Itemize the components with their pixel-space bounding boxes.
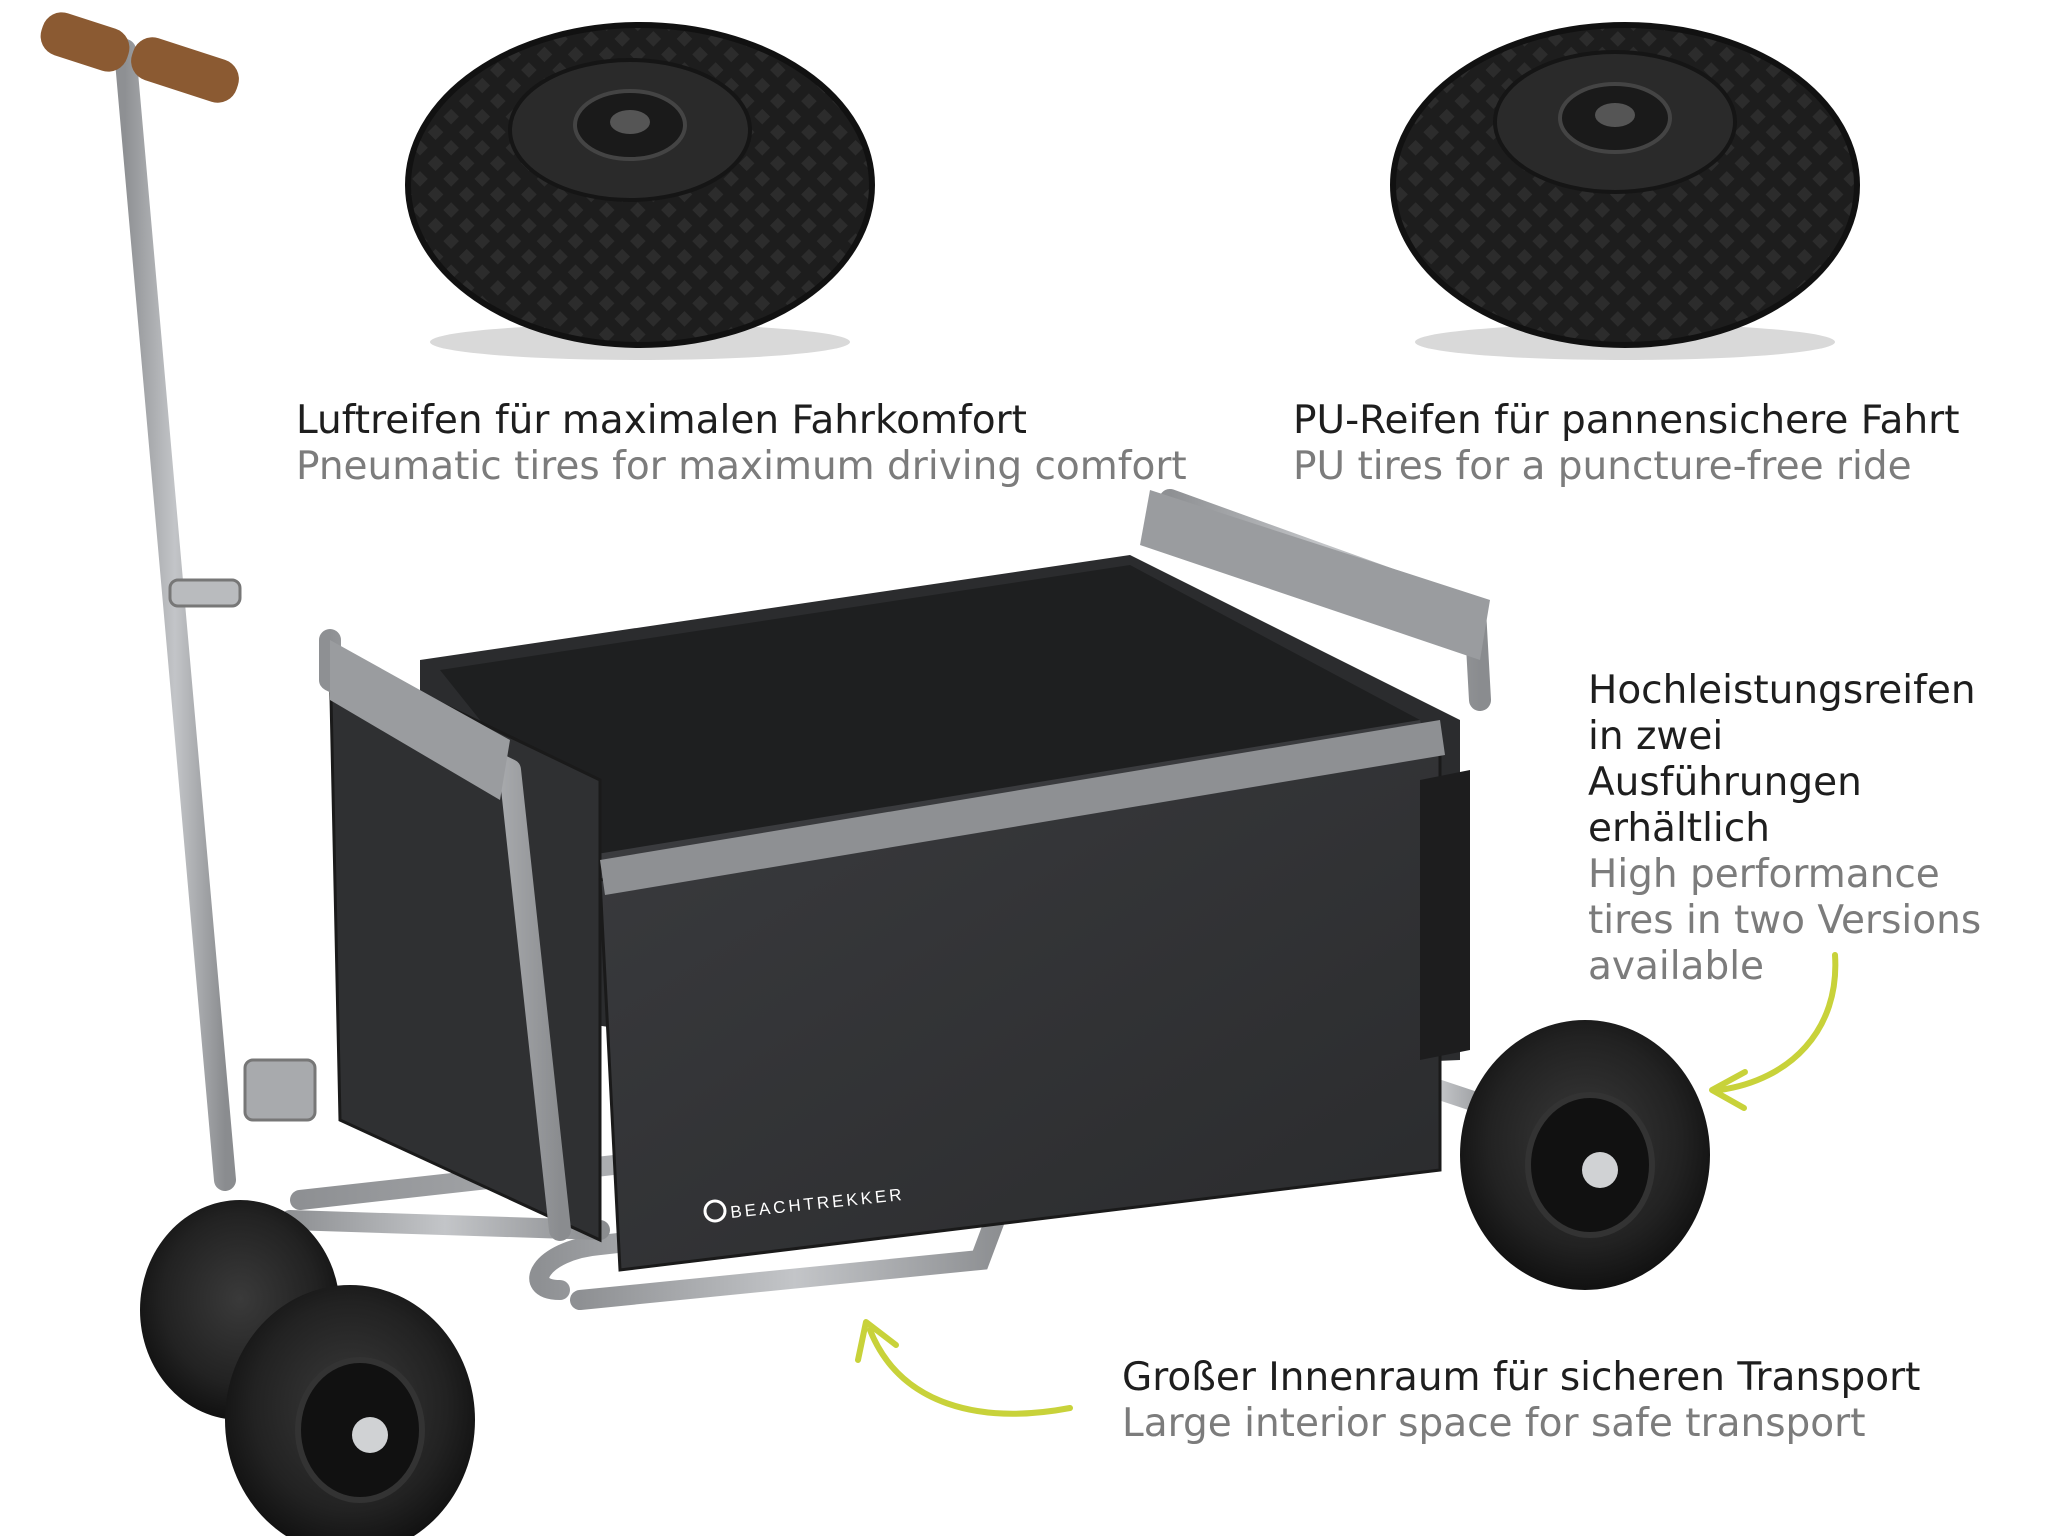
pneumatic-tire-image bbox=[405, 22, 875, 360]
caption-interior: Großer Innenraum für sicheren Transport … bbox=[1122, 1355, 1920, 1447]
caption-pu-tires-en: PU tires for a puncture-free ride bbox=[1293, 444, 1912, 490]
caption-interior-de: Großer Innenraum für sicheren Transport bbox=[1122, 1355, 1921, 1400]
caption-performance-tires-de: Hochleistungsreifen in zwei Ausführungen… bbox=[1588, 668, 1976, 852]
caption-pneumatic-tires-de: Luftreifen für maximalen Fahrkomfort bbox=[296, 398, 1027, 443]
wagon-side-panel bbox=[328, 647, 602, 1243]
caption-performance-tires-en: High performance tires in two Versions a… bbox=[1588, 852, 1982, 990]
arrow-to-wheel-icon bbox=[1709, 952, 1839, 1111]
caption-interior-en: Large interior space for safe transport bbox=[1122, 1401, 1866, 1447]
caption-pu-tires: PU-Reifen für pannensichere Fahrt PU tir… bbox=[1293, 398, 1960, 490]
arrow-to-interior-icon bbox=[855, 1319, 1073, 1417]
rear-right-wheel bbox=[1460, 1020, 1710, 1290]
pull-handle bbox=[40, 12, 317, 1191]
pu-tire-image bbox=[1390, 22, 1860, 360]
brand-logo bbox=[703, 1199, 727, 1223]
wagon bbox=[40, 12, 1710, 1536]
caption-pu-tires-de: PU-Reifen für pannensichere Fahrt bbox=[1293, 398, 1960, 443]
caption-pneumatic-tires-en: Pneumatic tires for maximum driving comf… bbox=[296, 444, 1187, 490]
front-left-wheel bbox=[225, 1285, 475, 1536]
wagon-interior bbox=[440, 565, 1420, 870]
caption-performance-tires: Hochleistungsreifen in zwei Ausführungen… bbox=[1588, 668, 2008, 990]
caption-pneumatic-tires: Luftreifen für maximalen Fahrkomfort Pne… bbox=[296, 398, 1187, 490]
